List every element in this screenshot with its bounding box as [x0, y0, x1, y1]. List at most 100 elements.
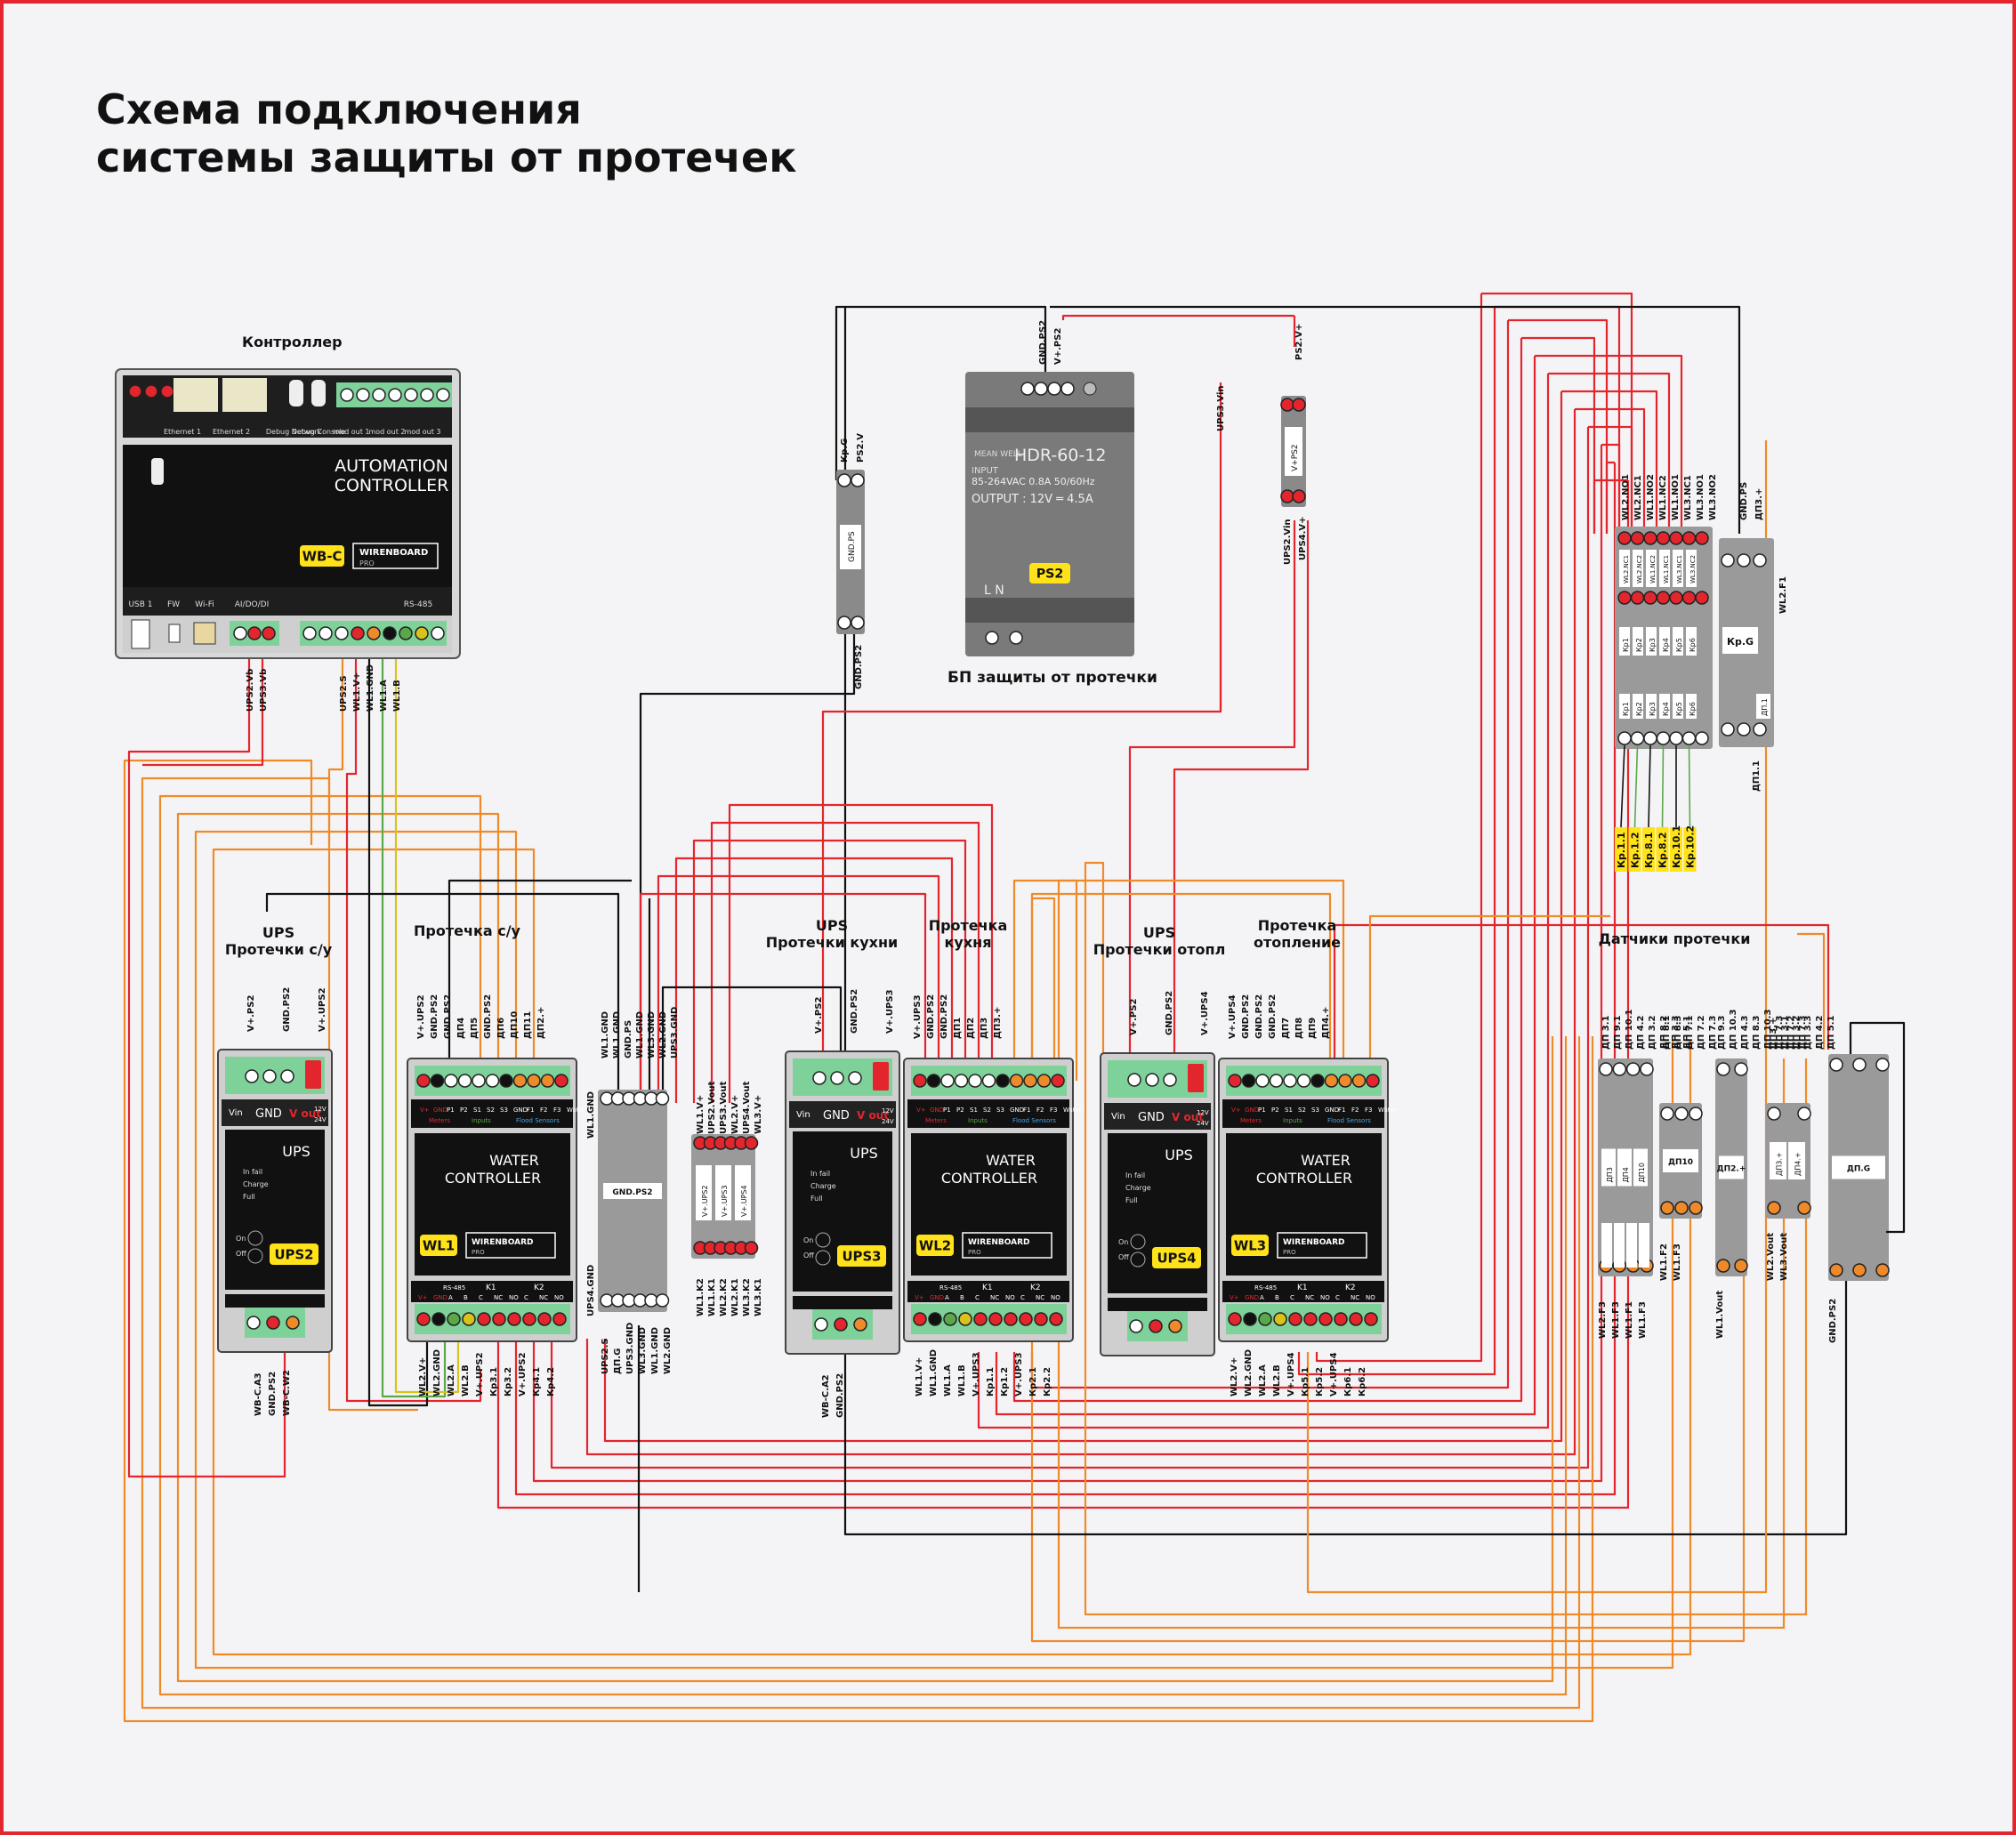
ups-vout-label: V out	[1172, 1111, 1204, 1123]
sensor-wire-label: WL1.F1	[1625, 1301, 1634, 1339]
wl-brand: WIRENBOARD	[968, 1238, 1030, 1247]
terminal-screw	[1292, 398, 1306, 412]
relay-wire	[657, 874, 940, 1103]
controller-port-label: mod out 2	[368, 428, 405, 436]
wl-wire-label: ДП2	[966, 1018, 976, 1039]
controller-wire-label: WL1.V+	[352, 672, 362, 712]
relay-inner-label: GND.PS	[848, 531, 857, 562]
terminal-screw	[1674, 1201, 1689, 1215]
ups-off-label: Off	[236, 1250, 246, 1258]
psu-stripe	[965, 598, 1134, 623]
wl-rs485-label: RS-485	[1254, 1284, 1277, 1292]
wl-wire-label: Кр2.2	[1043, 1367, 1052, 1396]
ps2-wire	[1128, 520, 1296, 1058]
valve-loop-wire	[496, 480, 1630, 1509]
terminal-screw	[415, 626, 429, 640]
terminal-screw	[1283, 1074, 1297, 1088]
valve-mid-label: Кр3	[1649, 702, 1657, 716]
terminal-screw	[372, 388, 386, 402]
distrib-bottom-screws	[1280, 489, 1306, 503]
wl-badge: WL3	[1231, 1235, 1269, 1256]
wl-terminal-label: NO	[509, 1294, 519, 1301]
sensor-wire-label: WL1.Vout	[1715, 1291, 1725, 1339]
terminal-screw	[1695, 531, 1709, 545]
relay-wire	[674, 857, 954, 1103]
terminal-screw	[968, 1074, 982, 1088]
controller-wire	[394, 658, 460, 1394]
terminal-screw	[367, 626, 381, 640]
ups-vin-label: Vin	[1111, 1112, 1125, 1122]
vplus-block-wire-label: WL1.V+	[696, 1095, 706, 1134]
ups-on-label: On	[803, 1236, 813, 1244]
valve-label-bg	[1656, 827, 1669, 872]
sensor-loop-wire	[1012, 879, 1345, 1063]
psu-ln-label: L N	[984, 583, 1004, 598]
terminal-screw	[1366, 1074, 1380, 1088]
wl-wire-label: V+.UPS4	[1228, 994, 1238, 1039]
controller-port-label: RS-485	[404, 600, 432, 609]
relay-wire	[692, 839, 967, 1103]
wl-terminal-label: A	[1260, 1294, 1264, 1301]
terminal-screw	[1669, 591, 1683, 605]
sensor-inner-label: ДП3.+	[1776, 1152, 1784, 1176]
ups-wire-label: GND.PS2	[282, 987, 292, 1032]
sensor-inner-label: ДП10	[1668, 1158, 1693, 1167]
wl-wire-label: WL2.A	[1258, 1364, 1268, 1396]
wl-brand-sub: PRO	[968, 1249, 981, 1256]
wl-terminal-label: C	[1335, 1294, 1340, 1301]
valve-feed-wire	[1481, 292, 1633, 534]
wl-wire-label: ДП8	[1294, 1018, 1304, 1039]
terminal-screw	[457, 1074, 472, 1088]
sensor-wire-label: ДП 10.3	[1763, 1010, 1773, 1050]
terminal-screw	[477, 1312, 491, 1326]
gnd-block-bottom-screws	[600, 1293, 670, 1308]
ups-badge-bg	[837, 1245, 886, 1267]
terminal-screw	[1640, 1062, 1654, 1076]
ups-terminal-labels	[1104, 1103, 1211, 1130]
wl-terminal-label: S3	[500, 1107, 508, 1114]
sensor-loop-wire	[176, 812, 1554, 1683]
relay-bottom-screws	[837, 616, 865, 630]
terminal-screw	[1255, 1074, 1270, 1088]
wl-rs485-label: RS-485	[939, 1284, 962, 1292]
gnd-bus-wire	[835, 305, 1047, 480]
terminal-screw	[1630, 731, 1645, 745]
terminal-screw	[540, 1074, 555, 1088]
wl-k2-label: K2	[1345, 1284, 1356, 1292]
wl-badge: WL2	[916, 1235, 954, 1256]
valve-pigtail	[1620, 744, 1625, 828]
terminal-screw	[420, 388, 434, 402]
terminal-screw	[160, 384, 174, 398]
terminal-screw	[1689, 1201, 1703, 1215]
controller-brand-box	[352, 543, 439, 569]
valve-gnd-top-screws	[1721, 553, 1767, 567]
vplus-block-top-screws	[693, 1136, 759, 1150]
wl-terminal-label: S3	[996, 1107, 1004, 1114]
terminal-screw	[1364, 1312, 1378, 1326]
sensor-wire-label: ДП 5.1	[1682, 1015, 1692, 1050]
psu-output: OUTPUT : 12V ═ 4.5A	[972, 493, 1093, 506]
terminal-screw	[744, 1241, 759, 1255]
relay-top-screws	[837, 473, 865, 487]
wl-k1-label: K1	[1297, 1284, 1308, 1292]
ups-switch	[873, 1062, 889, 1091]
terminal-screw	[1009, 1074, 1024, 1088]
terminal-screw	[436, 388, 450, 402]
wl-bottom-label-strip	[411, 1281, 573, 1302]
terminal-screw	[554, 1074, 569, 1088]
controller-wire	[327, 658, 418, 1412]
terminal-screw	[1737, 553, 1751, 567]
terminal-screw	[1617, 731, 1632, 745]
valve-label-plate	[1633, 627, 1643, 656]
sensor-loop-wire	[158, 794, 1568, 1696]
ups-wire-label: WB-C.W2	[282, 1370, 292, 1416]
valve-gnd-bottom-screws	[1721, 722, 1767, 736]
wl-wire-label: Кр3.2	[504, 1367, 513, 1396]
